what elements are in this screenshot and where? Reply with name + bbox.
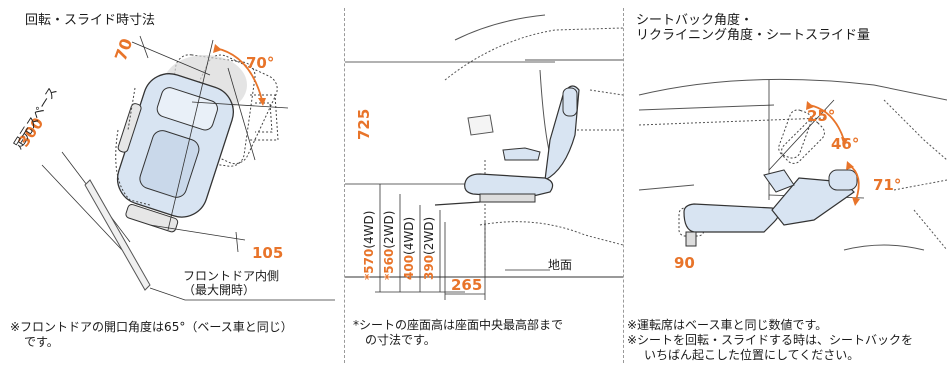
panel1-note-line1: ※フロントドアの開口角度は65°（ベース車と同じ）: [10, 320, 293, 334]
dim-105: 105: [252, 244, 283, 262]
svg-text:400(4WD): 400(4WD): [402, 217, 416, 280]
label-ground: 地面: [548, 258, 572, 272]
label-max-open: （最大開時）: [183, 283, 256, 297]
angle-46: 46°: [831, 135, 859, 153]
angle-70: 70°: [246, 54, 274, 72]
seatback-angle-diagram: 25° 46° 71° 90: [638, 78, 947, 272]
dim-265: 265: [451, 276, 482, 294]
panel3-note-line3: いちばん起こした位置にしてください。: [644, 348, 860, 362]
seat-height-diagram: 725 *570(4WD) *560(2WD) 400(4WD) 390(2WD…: [345, 14, 623, 300]
panel3-note-line1: ※運転席はベース車と同じ数値です。: [627, 318, 828, 332]
panel-rotation-slide: 回転・スライド時寸法: [0, 0, 344, 370]
dim-390: 390: [422, 255, 436, 280]
divider-left: [344, 8, 345, 363]
svg-text:*570(4WD): *570(4WD): [362, 211, 376, 280]
dim-70: 70: [111, 36, 136, 63]
dim-570: *570: [362, 249, 376, 280]
svg-text:390(2WD): 390(2WD): [422, 217, 436, 280]
panel-seat-height: 725 *570(4WD) *560(2WD) 400(4WD) 390(2WD…: [345, 0, 623, 370]
panel1-title: 回転・スライド時寸法: [25, 13, 156, 28]
rotation-seat-diagram: 70 70° 300 105 足元スペース: [11, 35, 335, 301]
panel1-note-line2: です。: [24, 335, 59, 349]
svg-text:*560(2WD): *560(2WD): [382, 211, 396, 280]
panel-seatback-angle: シートバック角度・ リクライニング角度・シートスライド量: [624, 0, 947, 370]
dim-390-drive: (2WD): [422, 217, 436, 255]
dim-90: 90: [674, 254, 695, 272]
dim-570-drive: (4WD): [362, 211, 376, 249]
angle-71: 71°: [873, 176, 901, 194]
panel2-note-line1: *シートの座面高は座面中央最高部まで: [353, 318, 564, 332]
dim-400-drive: (4WD): [402, 217, 416, 255]
panel2-note-line2: の寸法です。: [365, 333, 436, 347]
dim-400: 400: [402, 255, 416, 280]
dim-560: *560: [382, 249, 396, 280]
label-front-door: フロントドア内側: [183, 269, 280, 283]
dim-725: 725: [355, 109, 373, 140]
panel3-title-line2: リクライニング角度・シートスライド量: [636, 28, 871, 43]
angle-25: 25°: [807, 107, 835, 125]
panel3-title-line1: シートバック角度・: [636, 13, 754, 28]
divider-right: [623, 8, 624, 363]
dim-560-drive: (2WD): [382, 211, 396, 249]
panel3-note-line2: ※シートを回転・スライドする時は、シートバックを: [627, 333, 914, 347]
